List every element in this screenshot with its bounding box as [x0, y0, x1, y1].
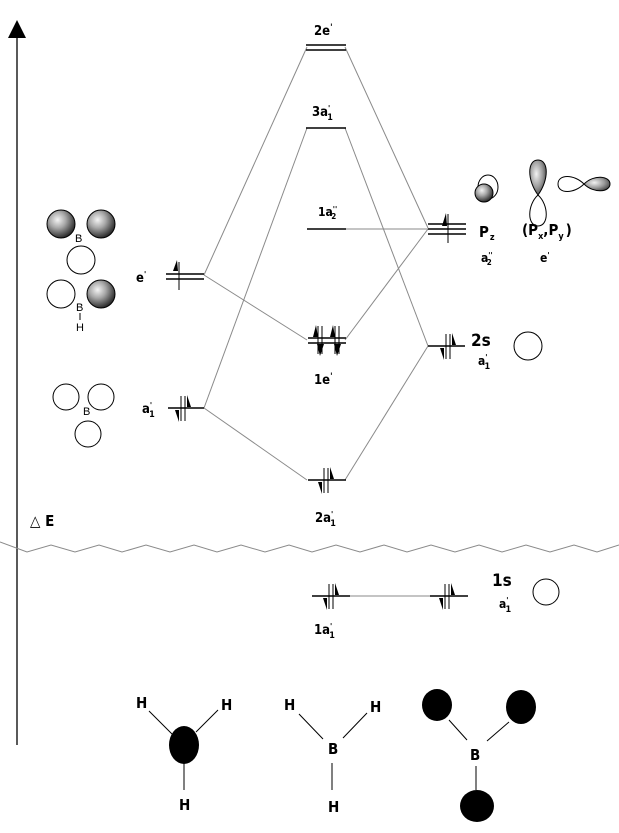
filled-orbital-icon: [169, 726, 199, 764]
hydrogen-label: H: [221, 696, 232, 714]
1s-symmetry-label: a'1: [499, 596, 512, 615]
py-orbital-icon: [557, 176, 611, 192]
level-label: a'1: [142, 401, 155, 420]
electron-spin-up-icon: [452, 333, 456, 345]
hydrogen-label: H: [179, 796, 190, 814]
filled-orbital-icon: [506, 690, 536, 724]
h3-a1-prime-level: a'1: [142, 395, 204, 422]
boron-label: B: [470, 746, 480, 764]
structure-bh3: H H B H: [284, 696, 381, 816]
hydrogen-label: H: [76, 322, 84, 334]
electron-spin-up-icon: [442, 213, 447, 226]
hydrogen-label: H: [328, 798, 339, 816]
mo-3a1-prime: 3a'1: [306, 104, 346, 129]
hydrogen-label: H: [284, 696, 295, 714]
filled-orbital-icon: [422, 689, 452, 721]
empty-lobe-icon: [66, 245, 96, 275]
correlation-lines: [203, 46, 430, 597]
px-py-label: (Px,Py): [522, 221, 572, 242]
mo-label: 3a'1: [312, 104, 333, 123]
structure-boron-filled-lobes: B: [422, 689, 536, 822]
h3-e-prime-level: e': [136, 260, 204, 290]
pz-orbital-icon: [474, 174, 499, 203]
2s-symmetry-label: a'1: [478, 353, 491, 372]
mo-2e-prime: 2e': [306, 23, 346, 51]
mo-label: 1a'1: [314, 622, 335, 641]
px-orbital-icon: [529, 159, 547, 227]
filled-orbital-icon: [460, 790, 494, 822]
mo-label: 2a'1: [315, 510, 336, 529]
filled-lobe-icon: [86, 279, 116, 309]
boron-label: B: [83, 406, 90, 418]
empty-lobe-icon: [46, 279, 76, 309]
hydrogen-label: H: [370, 698, 381, 716]
h3-e-prime-orbitals: B B H: [46, 209, 116, 334]
mo-label: 1a''2: [318, 205, 337, 221]
empty-lobe-icon: [52, 383, 80, 411]
electron-spin-up-icon: [335, 583, 339, 595]
energy-axis: △ E: [8, 20, 54, 745]
electron-spin-down-icon: [175, 410, 179, 422]
mo-1e-prime: 1e': [308, 325, 346, 388]
filled-lobe-icon: [86, 209, 116, 239]
empty-lobe-icon: [87, 383, 115, 411]
electron-spin-down-icon: [318, 482, 322, 494]
electron-spin-up-icon: [313, 325, 318, 337]
electron-spin-down-icon: [440, 348, 444, 360]
h3-a1-prime-orbitals: B: [52, 383, 115, 448]
boron-2s-level: 2s a'1: [428, 331, 543, 372]
boron-2p-level: [428, 213, 466, 243]
filled-lobe-icon: [46, 209, 76, 239]
mo-label: 2e': [314, 23, 333, 39]
1s-label: 1s: [492, 571, 512, 591]
energy-axis-arrowhead-icon: [8, 20, 26, 38]
mo-label: 1e': [314, 372, 333, 388]
axis-break-zigzag: [0, 541, 619, 553]
empty-lobe-icon: [74, 420, 102, 448]
electron-spin-up-icon: [187, 395, 191, 407]
s-orbital-icon: [513, 331, 543, 361]
pz-label: Pz: [479, 223, 495, 243]
structure-filled-center: H H H: [136, 694, 232, 814]
level-label: e': [136, 270, 146, 286]
pz-symmetry-label: a''2: [481, 251, 493, 267]
electron-spin-down-icon: [439, 598, 443, 610]
boron-label: B: [328, 740, 338, 758]
mo-1a1-prime: 1a'1: [312, 583, 350, 641]
boron-label: B: [75, 233, 82, 245]
electron-spin-up-icon: [451, 583, 455, 595]
boron-1s-level: 1s a'1: [430, 571, 560, 615]
electron-spin-down-icon: [317, 344, 324, 356]
electron-spin-down-icon: [323, 598, 327, 610]
s-orbital-icon: [532, 578, 560, 606]
mo-2a1-prime: 2a'1: [308, 467, 346, 529]
electron-spin-up-icon: [330, 467, 334, 479]
electron-spin-down-icon: [334, 344, 341, 356]
mo-1a2-double-prime: 1a''2: [307, 205, 346, 230]
px-py-symmetry-label: e': [540, 251, 550, 265]
electron-spin-up-icon: [330, 325, 335, 337]
boron-label: B: [76, 302, 83, 314]
2s-label: 2s: [471, 331, 491, 351]
energy-axis-label: △ E: [30, 512, 54, 530]
hydrogen-label: H: [136, 694, 147, 712]
electron-spin-up-icon: [173, 260, 178, 271]
